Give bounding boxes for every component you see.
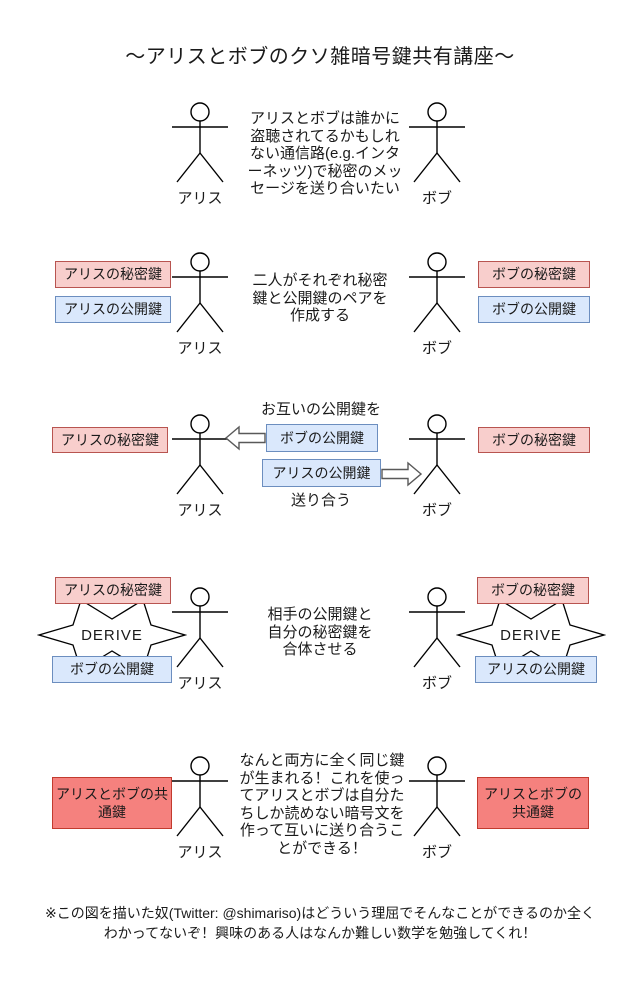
bob-private-key-box: ボブの秘密鍵 xyxy=(477,577,589,604)
stick-figure-icon xyxy=(172,102,228,183)
alice-public-key-box: アリスの公開鍵 xyxy=(262,459,381,487)
alice-label: アリス xyxy=(177,190,223,207)
alice-actor-step3: アリス xyxy=(170,414,230,520)
alice-label: アリス xyxy=(177,502,223,519)
stick-figure-icon xyxy=(409,414,465,495)
step4-text: 相手の公開鍵と自分の秘密鍵を合体させる xyxy=(267,606,373,658)
shared-key-box: アリスとボブの共通鍵 xyxy=(477,777,589,829)
alice-actor-step5: アリス xyxy=(170,756,230,862)
alice-label: アリス xyxy=(177,340,223,357)
stick-figure-icon xyxy=(172,587,228,668)
alice-actor-step1: アリス xyxy=(170,102,230,208)
bob-public-key-box: ボブの公開鍵 xyxy=(478,296,590,323)
footer-note: ※この図を描いた奴(Twitter: @shimariso)はどういう理屈でそん… xyxy=(45,905,595,941)
step2-text: 二人がそれぞれ秘密鍵と公開鍵のペアを作成する xyxy=(252,272,388,324)
bob-actor-step3: ボブ xyxy=(407,414,467,520)
stick-figure-icon xyxy=(409,587,465,668)
bob-actor-step1: ボブ xyxy=(407,102,467,208)
stick-figure-icon xyxy=(409,756,465,837)
stick-figure-icon xyxy=(172,414,228,495)
stick-figure-icon xyxy=(172,252,228,333)
bob-actor-step2: ボブ xyxy=(407,252,467,358)
derive-label: DERIVE xyxy=(500,626,562,644)
bob-private-key-box: ボブの秘密鍵 xyxy=(478,261,590,288)
stick-figure-icon xyxy=(409,252,465,333)
bob-label: ボブ xyxy=(421,502,452,519)
bob-private-key-box: ボブの秘密鍵 xyxy=(478,427,590,453)
alice-private-key-box: アリスの秘密鍵 xyxy=(52,427,168,453)
alice-private-key-box: アリスの秘密鍵 xyxy=(55,577,171,604)
alice-public-key-box: アリスの公開鍵 xyxy=(475,656,597,683)
step3-bottom-text: 送り合う xyxy=(290,492,351,509)
alice-label: アリス xyxy=(177,675,223,692)
bob-public-key-box: ボブの公開鍵 xyxy=(266,424,378,452)
alice-label: アリス xyxy=(177,844,223,861)
bob-label: ボブ xyxy=(421,340,452,357)
alice-actor-step4: アリス xyxy=(170,587,230,693)
bob-actor-step5: ボブ xyxy=(407,756,467,862)
step1-text: アリスとボブは誰かに盗聴されてるかもしれない通信路(e.g.インターネッツ)で秘… xyxy=(247,110,403,197)
derive-label: DERIVE xyxy=(81,626,143,644)
page-title: 〜アリスとボブのクソ雑暗号鍵共有講座〜 xyxy=(125,46,515,68)
stick-figure-icon xyxy=(172,756,228,837)
stick-figure-icon xyxy=(409,102,465,183)
bob-label: ボブ xyxy=(421,190,452,207)
bob-label: ボブ xyxy=(421,844,452,861)
step5-text: なんと両方に全く同じ鍵が生まれる！これを使ってアリスとボブは自分たちしか読めない… xyxy=(239,752,405,857)
bob-label: ボブ xyxy=(421,675,452,692)
bob-actor-step4: ボブ xyxy=(407,587,467,693)
alice-actor-step2: アリス xyxy=(170,252,230,358)
step3-top-text: お互いの公開鍵を xyxy=(260,401,381,418)
alice-public-key-box: アリスの公開鍵 xyxy=(55,296,171,323)
shared-key-box: アリスとボブの共通鍵 xyxy=(52,777,172,829)
alice-private-key-box: アリスの秘密鍵 xyxy=(55,261,171,288)
bob-public-key-box: ボブの公開鍵 xyxy=(52,656,172,683)
arrow-left-icon xyxy=(225,425,266,451)
arrow-right-icon xyxy=(381,461,422,487)
